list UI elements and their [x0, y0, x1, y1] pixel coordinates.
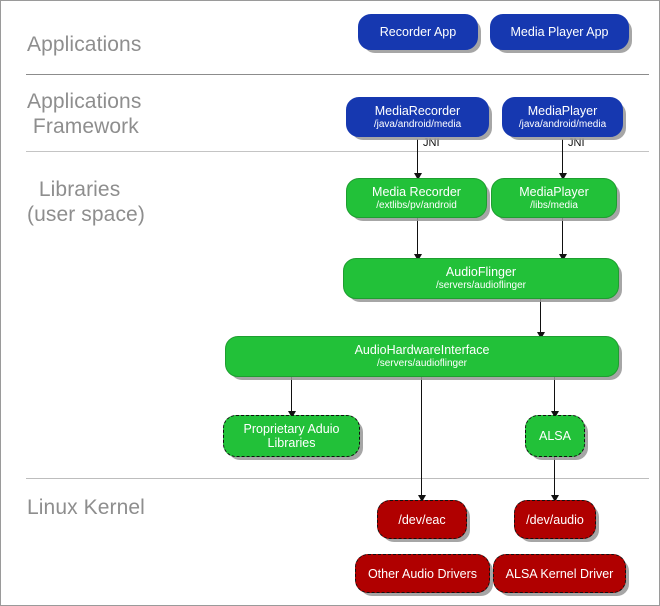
node-media-recorder-lib[interactable]: Media Recorder /extlibs/pv/android — [346, 178, 487, 218]
node-title: /dev/audio — [526, 512, 584, 527]
connector-mediaplayer-lib-to-audioflinger — [562, 218, 563, 258]
divider-applications — [26, 74, 649, 75]
layer-label-linux-kernel: Linux Kernel — [27, 496, 145, 519]
connector-ahi-to-proprietary-libs — [291, 376, 292, 414]
node-title: Recorder App — [379, 25, 457, 39]
node-recorder-app[interactable]: Recorder App — [358, 14, 478, 50]
connector-mediarecorder-to-media-recorder — [417, 139, 418, 177]
arrowhead-audioflinger-left — [414, 254, 422, 261]
node-subtitle: /extlibs/pv/android — [376, 199, 457, 211]
node-dev-eac[interactable]: /dev/eac — [377, 500, 467, 539]
node-subtitle: /servers/audioflinger — [435, 280, 527, 292]
node-title: /dev/eac — [398, 512, 446, 527]
node-media-player-app[interactable]: Media Player App — [490, 14, 629, 50]
node-title: AudioHardwareInterface — [354, 343, 490, 358]
node-alsa[interactable]: ALSA — [525, 415, 585, 457]
node-title: Proprietary Aduio — [243, 422, 340, 436]
node-alsa-kernel-driver[interactable]: ALSA Kernel Driver — [493, 554, 626, 593]
connector-ahi-to-dev-eac — [421, 376, 422, 498]
edge-label-jni-left: JNI — [423, 137, 440, 149]
connector-audioflinger-to-audiohardwareinterface — [540, 299, 541, 337]
node-subtitle: /libs/media — [530, 199, 578, 211]
divider-libraries — [26, 478, 649, 479]
node-subtitle: Libraries — [267, 436, 316, 450]
connector-media-recorder-to-audioflinger — [417, 218, 418, 258]
node-proprietary-audio-libraries[interactable]: Proprietary Aduio Libraries — [223, 415, 360, 457]
node-subtitle: /java/android/media — [373, 118, 462, 130]
arrowhead-dev-audio — [551, 495, 559, 502]
node-mediaplayer-lib[interactable]: MediaPlayer /libs/media — [491, 178, 617, 218]
arrowhead-audioflinger-right — [559, 254, 567, 261]
node-dev-audio[interactable]: /dev/audio — [514, 500, 596, 539]
layer-label-applications: Applications — [27, 33, 142, 56]
node-title: MediaRecorder — [374, 103, 461, 118]
connector-alsa-to-dev-audio — [554, 457, 555, 498]
connector-mediaplayer-to-mediaplayer-lib — [562, 139, 563, 177]
layer-label-libraries: Libraries (user space) — [27, 178, 145, 226]
node-subtitle: /java/android/media — [518, 118, 607, 130]
arrowhead-audiohardwareinterface — [537, 332, 545, 339]
node-audiohardwareinterface[interactable]: AudioHardwareInterface /servers/audiofli… — [225, 336, 619, 377]
layer-label-applications-framework: Applications Framework — [27, 90, 142, 138]
connector-ahi-to-alsa — [554, 376, 555, 414]
arrowhead-media-recorder — [414, 173, 422, 180]
node-other-audio-drivers[interactable]: Other Audio Drivers — [355, 554, 490, 593]
arrowhead-mediaplayer-lib — [559, 173, 567, 180]
node-audioflinger[interactable]: AudioFlinger /servers/audioflinger — [343, 258, 619, 299]
arrowhead-proprietary-libs — [288, 411, 296, 418]
edge-label-jni-right: JNI — [568, 137, 585, 149]
node-title: ALSA — [539, 429, 571, 443]
arrowhead-dev-eac — [418, 495, 426, 502]
divider-applications-framework — [26, 151, 649, 152]
node-title: ALSA Kernel Driver — [505, 566, 614, 581]
arrowhead-alsa — [551, 411, 559, 418]
node-mediarecorder-framework[interactable]: MediaRecorder /java/android/media — [346, 97, 489, 137]
node-title: Other Audio Drivers — [367, 566, 478, 581]
node-title: AudioFlinger — [445, 265, 517, 280]
node-mediaplayer-framework[interactable]: MediaPlayer /java/android/media — [502, 97, 623, 137]
node-title: MediaPlayer — [519, 184, 589, 199]
node-title: Media Recorder — [372, 184, 461, 199]
node-subtitle: /servers/audioflinger — [376, 358, 468, 370]
node-title: MediaPlayer — [527, 103, 598, 118]
node-title: Media Player App — [510, 25, 609, 39]
